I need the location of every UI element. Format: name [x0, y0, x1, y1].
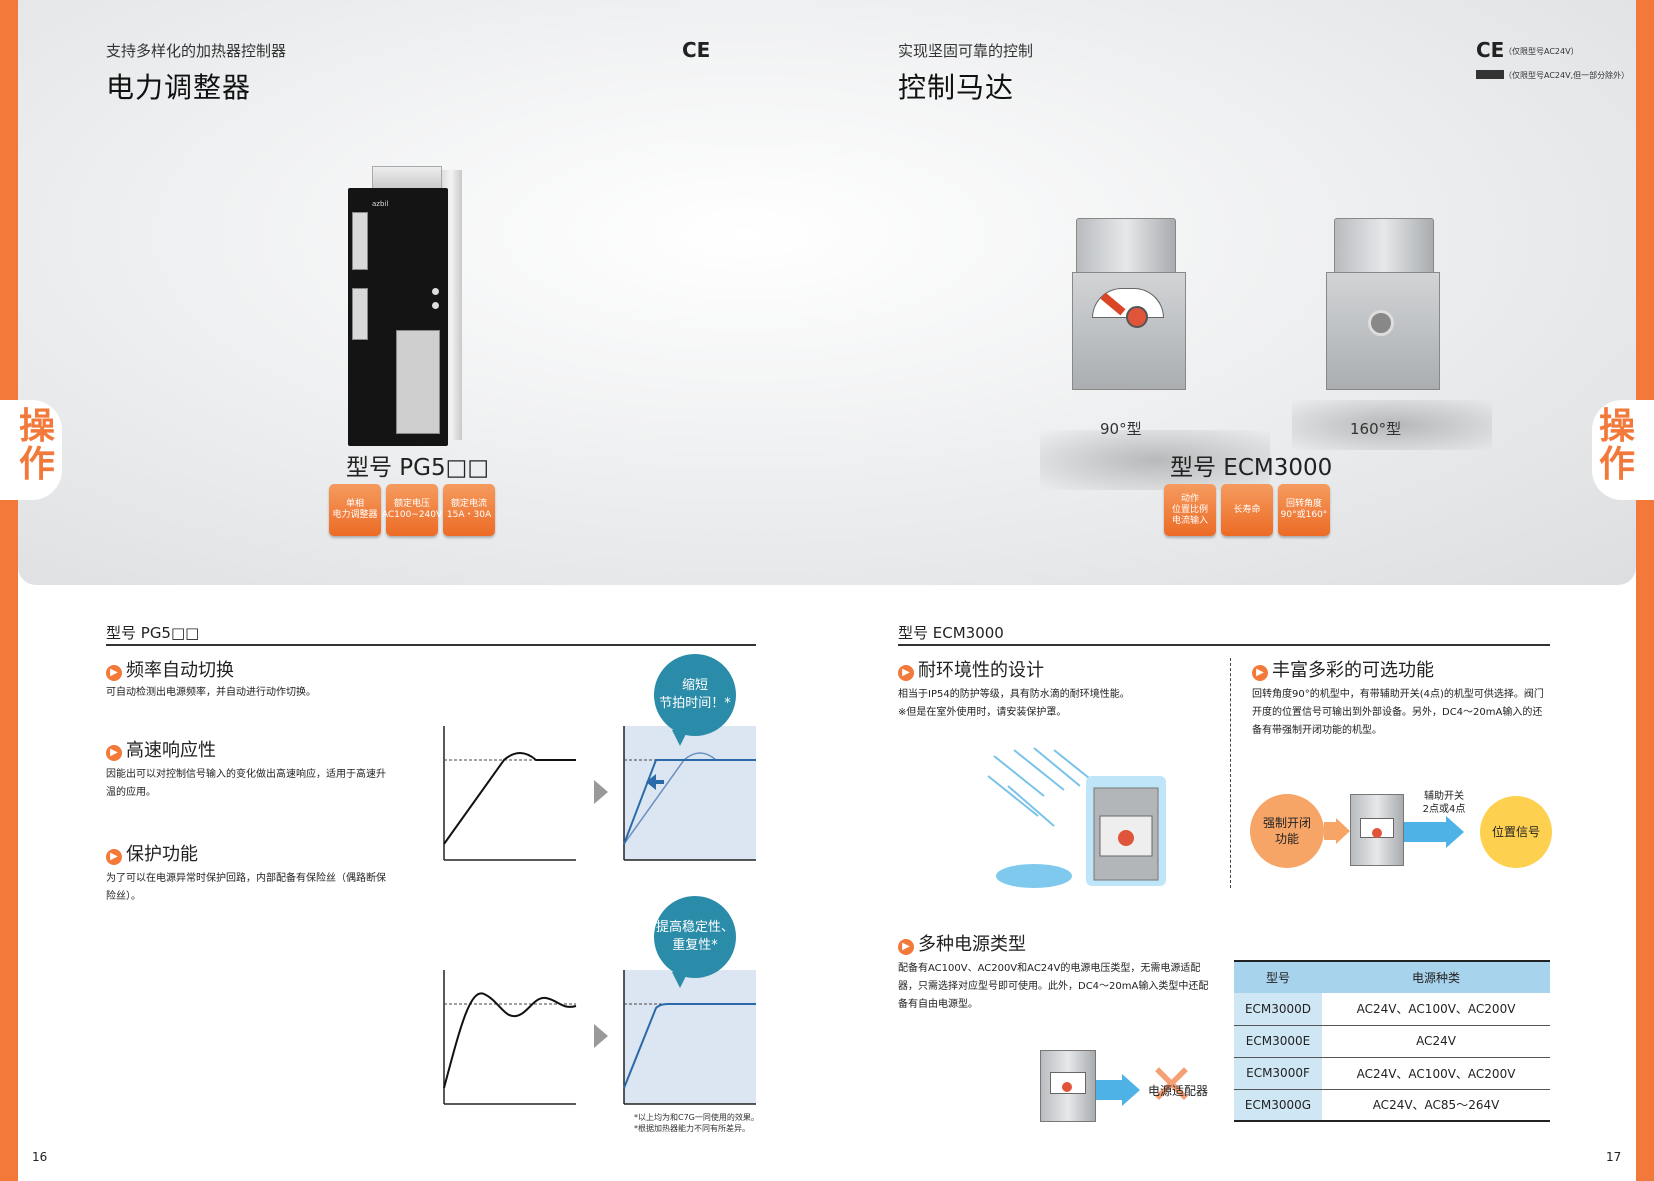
graph-before-stability	[443, 970, 577, 1105]
right-subtitle: 实现坚固可靠的控制	[898, 42, 1034, 60]
left-model-label: 型号 PG5□□	[346, 455, 490, 481]
vertical-divider	[1230, 658, 1231, 888]
angle-160-label: 160°型	[1350, 420, 1402, 438]
table-row: ECM3000E AC24V	[1234, 1025, 1550, 1058]
feature-protection-desc: 为了可以在电源异常时保护回路，内部配备有保险丝（偶路断保险丝）。	[106, 873, 386, 902]
right-orange-bar	[1636, 0, 1654, 1181]
blue-arrow-shaft	[1404, 822, 1448, 842]
feature-freq-desc: 可自动检测出电源频率，并自动进行动作切换。	[106, 687, 316, 698]
left-subtitle: 支持多样化的加热器控制器	[106, 42, 287, 60]
orange-arrow-shaft	[1324, 822, 1338, 840]
aux-switch-label: 辅助开关 2点或4点	[1422, 791, 1466, 815]
left-ce-mark: CE	[682, 38, 711, 62]
bubble-tail	[672, 972, 688, 988]
position-signal-circle: 位置信号	[1480, 796, 1552, 868]
graph-after-stability	[623, 970, 756, 1105]
feature-protection: ▶保护功能	[106, 840, 198, 866]
feature-high-speed: ▶高速响应性	[106, 736, 216, 762]
page-number-right: 17	[1606, 1150, 1622, 1164]
badge-proportional-input: 动作 位置比例 电流输入	[1164, 484, 1216, 536]
feature-high-speed-desc: 因能出可以对控制信号输入的变化做出高速响应，适用于高速升温的应用。	[106, 769, 386, 798]
left-orange-bar	[0, 0, 18, 1181]
arrow-right-icon	[594, 780, 608, 804]
page-number-left: 16	[32, 1150, 48, 1164]
badge-rated-current: 额定电流 15A・30A	[443, 484, 495, 536]
orange-arrow-icon: ▶	[898, 939, 914, 955]
right-model-label: 型号 ECM3000	[1170, 455, 1333, 481]
blue-arrow-head	[1446, 816, 1464, 848]
adapter-label: 电源适配器	[1148, 1084, 1209, 1098]
feature-environment: ▶耐环境性的设计	[898, 656, 1044, 682]
table-header-model: 型号	[1234, 960, 1322, 993]
graph-after-response	[623, 726, 756, 861]
bubble-cycle-time: 缩短 节拍时间！*	[654, 654, 736, 736]
arrow-right-icon	[594, 1024, 608, 1048]
badge-rotation-angle: 回转角度 90°或160°	[1278, 484, 1330, 536]
orange-arrow-head	[1336, 818, 1350, 844]
bubble-stability: 提高稳定性、 重复性*	[654, 896, 736, 978]
feature-freq-switch: ▶频率自动切换	[106, 656, 234, 682]
right-section-head: 型号 ECM3000	[898, 624, 1004, 642]
cross-icon: ✕	[1148, 1053, 1195, 1118]
left-title: 电力调整器	[106, 71, 252, 104]
table-row: ECM3000F AC24V、AC100V、AC200V	[1234, 1057, 1550, 1090]
badge-single-phase: 单相 电力调整器	[329, 484, 381, 536]
feature-power-desc: 配备有AC100V、AC200V和AC24V的电源电压类型，无需电源适配器，只需…	[898, 963, 1209, 1010]
right-title: 控制马达	[898, 71, 1015, 104]
badge-long-life: 长寿命	[1221, 484, 1273, 536]
right-section-rule	[898, 644, 1550, 646]
blue-arrow-head	[1122, 1074, 1140, 1106]
angle-90-label: 90°型	[1100, 420, 1142, 438]
left-side-tab	[0, 400, 62, 500]
right-ul-note: （仅限型号AC24V,但一部分除外）	[1504, 71, 1630, 80]
left-side-label: 操作	[18, 406, 55, 485]
orange-arrow-icon: ▶	[106, 745, 122, 761]
table-header-power: 电源种类	[1322, 960, 1550, 993]
feature-environment-desc: 相当于IP54的防护等级，具有防水滴的耐环境性能。 ※但是在室外使用时，请安装保…	[898, 689, 1130, 718]
bubble-tail	[672, 730, 688, 746]
orange-arrow-icon: ▶	[898, 665, 914, 681]
orange-arrow-icon: ▶	[1252, 665, 1268, 681]
orange-arrow-icon: ▶	[106, 849, 122, 865]
right-ce-note: （仅限型号AC24V）	[1504, 47, 1579, 56]
table-row: ECM3000G AC24V、AC85～264V	[1234, 1089, 1550, 1122]
feature-options-desc: 回转角度90°的机型中，有带辅助开关(4点)的机型可供选择。阀门开度的位置信号可…	[1252, 689, 1544, 736]
left-section-rule	[106, 644, 756, 646]
feature-options: ▶丰富多彩的可选功能	[1252, 656, 1434, 682]
right-side-tab	[1592, 400, 1654, 500]
graph-before-response	[443, 726, 576, 861]
blue-arrow-shaft	[1096, 1080, 1124, 1100]
ul-mark-icon	[1476, 70, 1504, 79]
left-footnote: *以上均为和C7G一同使用的效果。 *根据加热器能力不同有所差异。	[634, 1113, 759, 1133]
power-spec-table: 型号 电源种类 ECM3000D AC24V、AC100V、AC200V ECM…	[1234, 960, 1550, 1122]
waterproof-illustration	[987, 747, 1166, 888]
badge-rated-voltage: 额定电压 AC100~240V	[382, 484, 442, 536]
force-open-close-circle: 强制开闭 功能	[1250, 794, 1324, 868]
right-side-label: 操作	[1598, 406, 1635, 485]
table-row: ECM3000D AC24V、AC100V、AC200V	[1234, 993, 1550, 1026]
orange-arrow-icon: ▶	[106, 665, 122, 681]
left-section-head: 型号 PG5□□	[106, 624, 200, 642]
feature-power-types: ▶多种电源类型	[898, 930, 1026, 956]
right-ce-mark: CE	[1476, 38, 1505, 62]
